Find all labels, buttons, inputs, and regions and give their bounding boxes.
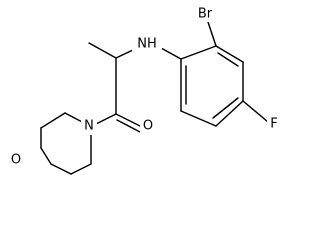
atom-label-nh: NH <box>137 37 157 52</box>
bond-layer <box>40 15 269 175</box>
morpholine-o-label-background <box>8 151 25 169</box>
bond-carbonyl-amide-n <box>95 113 117 125</box>
bond-methyl-alpha-carbon <box>88 42 117 59</box>
nh-label-background <box>132 35 162 53</box>
bond-morpholine-o-right <box>50 163 72 175</box>
bond-carbonyl-double-b <box>116 119 141 133</box>
bond-f-aryl <box>242 100 269 123</box>
atom-label-f: F <box>270 117 277 132</box>
ring-bond-lower-right <box>215 100 244 127</box>
br-label-background <box>193 5 218 22</box>
ring-inner-double-upper <box>217 52 239 67</box>
atom-label-br: Br <box>198 7 213 22</box>
ring-inner-double-lower <box>212 97 239 119</box>
atom-label-layer: Br NH O N O F <box>8 5 282 169</box>
f-label-background <box>267 114 282 132</box>
atom-label-amide-n: N <box>84 119 94 134</box>
atom-label-carbonyl-o: O <box>143 119 153 134</box>
ring-bond-bottom <box>180 110 217 127</box>
bond-morpholine-bottom-right <box>70 163 92 175</box>
atom-label-morpholine-o: O <box>11 153 21 168</box>
ring-bond-top <box>180 45 217 60</box>
bond-nh-aryl <box>160 47 182 60</box>
bond-morpholine-left-top <box>40 112 66 129</box>
ring-bond-upper-right <box>215 45 244 63</box>
chemical-structure-diagram: Br NH O N O F <box>8 5 282 175</box>
carbonyl-o-label-background <box>140 116 157 134</box>
bond-morpholine-o-left <box>40 147 52 165</box>
bond-carbonyl-double-a <box>115 113 141 127</box>
amide-n-label-background <box>81 117 97 135</box>
